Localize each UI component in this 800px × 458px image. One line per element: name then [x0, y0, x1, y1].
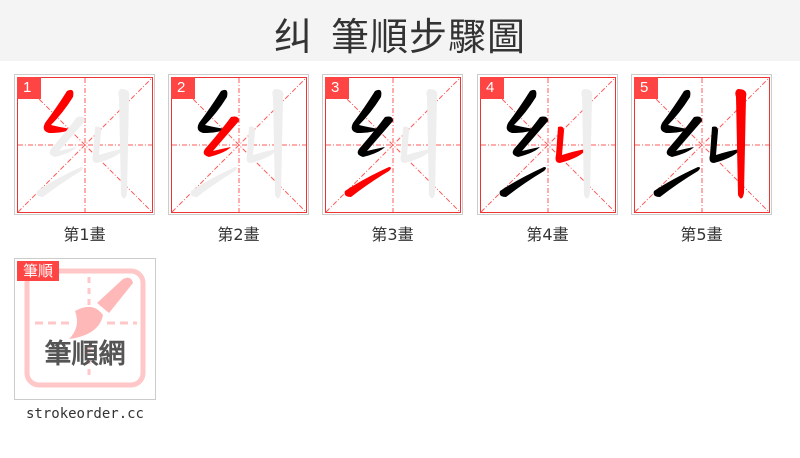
- stroke-diagram-icon: [17, 77, 153, 213]
- brush-logo-icon: 筆順網: [24, 268, 146, 388]
- logo-name: 筆順網: [45, 338, 126, 370]
- step-number-badge: 2: [171, 77, 195, 99]
- site-link[interactable]: strokeorder.cc: [25, 406, 144, 422]
- page-title: 纠筆順步驟圖: [0, 6, 800, 61]
- stroke-diagram-icon: [171, 77, 307, 213]
- logo-badge: 筆順: [17, 261, 60, 281]
- title-text: 筆順步驟圖: [331, 15, 527, 59]
- stroke-step-2[interactable]: 2: [168, 74, 309, 215]
- stroke-diagram-icon: [480, 77, 616, 213]
- stroke-step-4[interactable]: 4: [477, 74, 618, 215]
- stroke-diagram-icon: [634, 77, 770, 213]
- stroke-step-5[interactable]: 5: [631, 74, 772, 215]
- strokeorder-logo[interactable]: 筆順網 筆順: [14, 258, 156, 400]
- step-number-badge: 1: [17, 77, 41, 99]
- step-caption: 第4畫: [526, 225, 569, 244]
- stroke-step-1[interactable]: 1: [14, 74, 155, 215]
- step-number-badge: 3: [325, 77, 349, 99]
- step-caption: 第3畫: [371, 225, 414, 244]
- step-caption: 第5畫: [680, 225, 723, 244]
- step-caption: 第1畫: [63, 225, 106, 244]
- step-caption: 第2畫: [217, 225, 260, 244]
- stroke-step-3[interactable]: 3: [322, 74, 463, 215]
- step-number-badge: 5: [634, 77, 658, 99]
- header: 纠筆順步驟圖: [0, 0, 800, 61]
- stroke-diagram-icon: [325, 77, 461, 213]
- title-character: 纠: [273, 15, 313, 59]
- step-number-badge: 4: [480, 77, 504, 99]
